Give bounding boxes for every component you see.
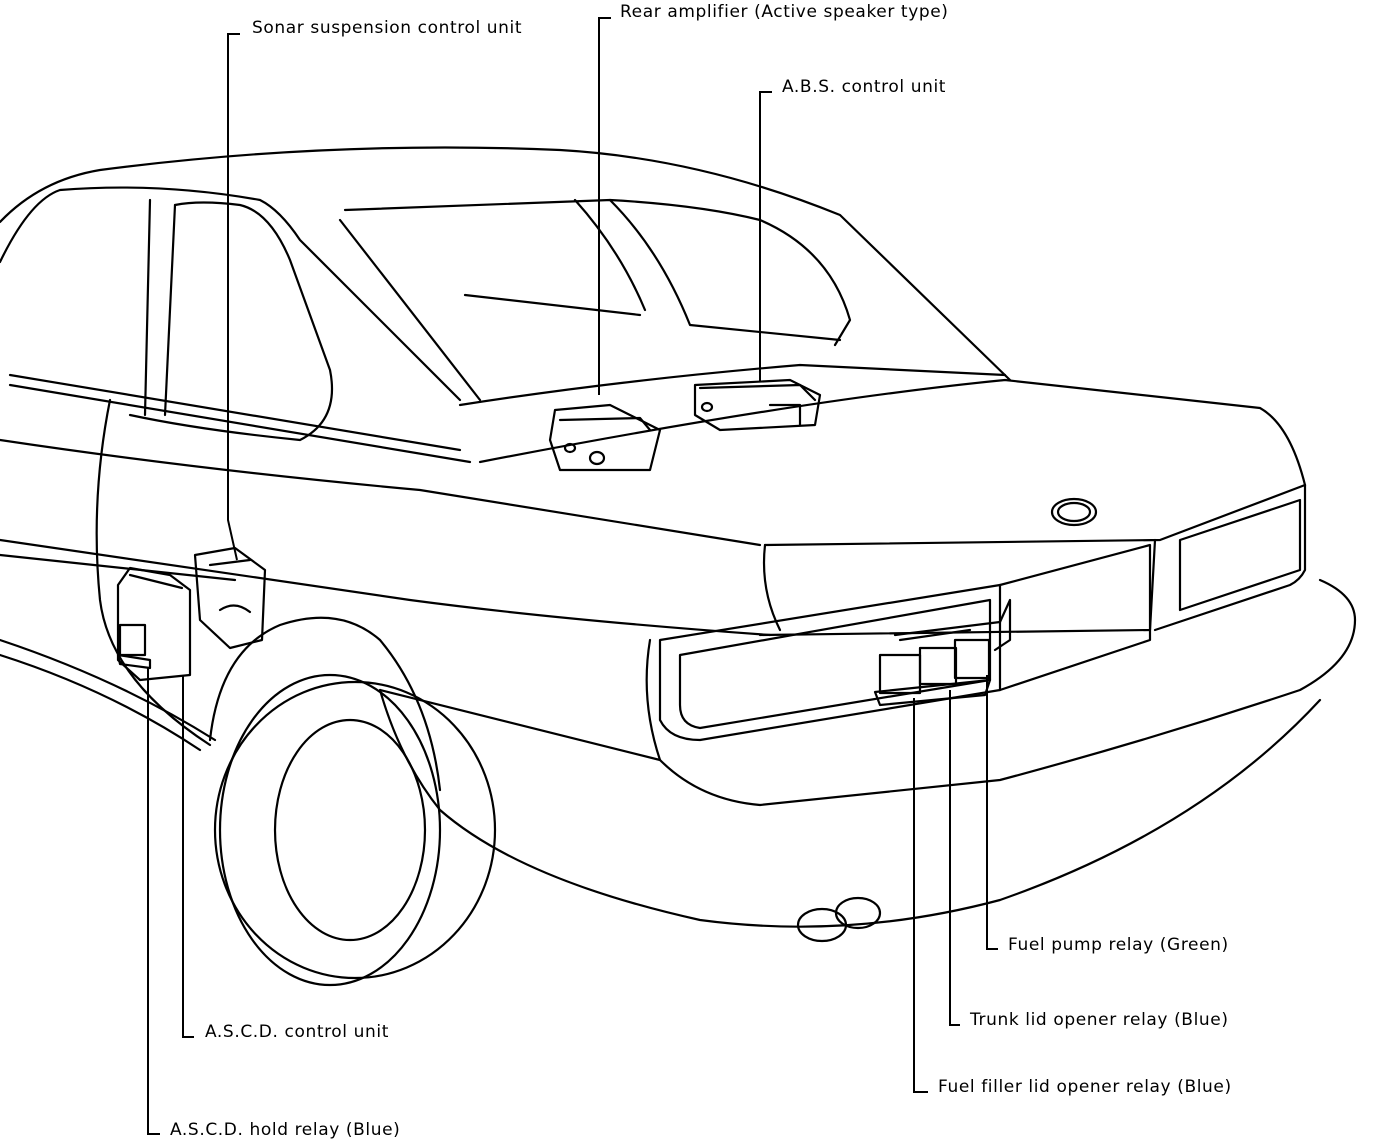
label-sonar-suspension: Sonar suspension control unit bbox=[252, 18, 523, 38]
label-fuel-filler-relay: Fuel filler lid opener relay (Blue) bbox=[938, 1077, 1232, 1097]
label-abs-control-unit: A.B.S. control unit bbox=[782, 77, 947, 97]
label-fuel-pump-relay: Fuel pump relay (Green) bbox=[1008, 935, 1229, 955]
car-body bbox=[0, 146, 1357, 987]
label-ascd-control-unit: A.S.C.D. control unit bbox=[205, 1022, 389, 1042]
label-trunk-lid-relay: Trunk lid opener relay (Blue) bbox=[970, 1010, 1229, 1030]
label-ascd-hold-relay: A.S.C.D. hold relay (Blue) bbox=[170, 1120, 401, 1140]
leader-lines bbox=[147, 17, 998, 1135]
label-rear-amplifier: Rear amplifier (Active speaker type) bbox=[620, 2, 949, 22]
